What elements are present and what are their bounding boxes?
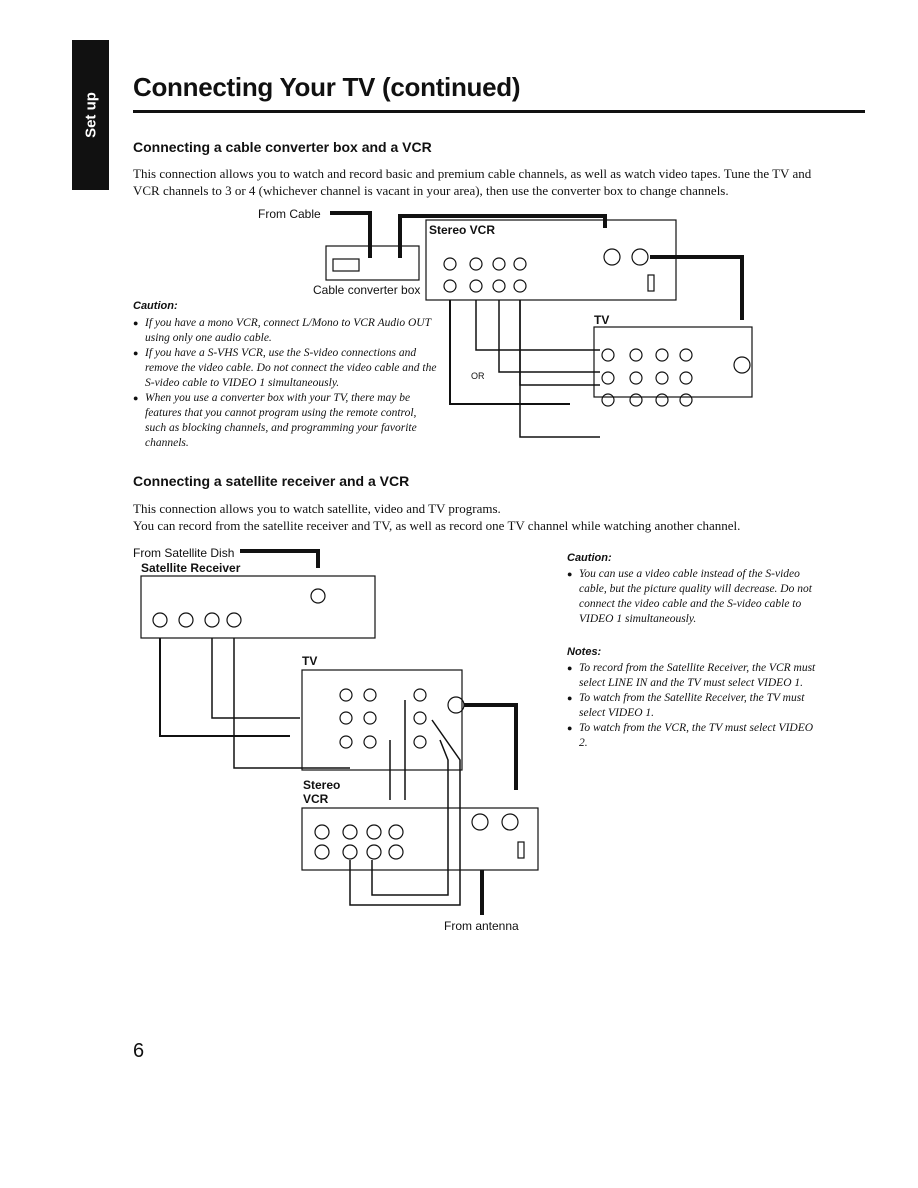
caution1-heading: Caution: xyxy=(133,300,178,312)
page-number: 6 xyxy=(133,1040,145,1062)
vcr-unit-2 xyxy=(301,807,539,871)
from-cable-label: From Cable xyxy=(258,207,321,221)
section1-heading: Connecting a cable converter box and a V… xyxy=(133,139,432,155)
from-antenna-label: From antenna xyxy=(444,919,519,933)
tv-label-2: TV xyxy=(302,654,318,668)
from-dish-label: From Satellite Dish xyxy=(133,546,235,560)
caution2-list: You can use a video cable instead of the… xyxy=(567,567,817,627)
section2-body-line2: You can record from the satellite receiv… xyxy=(133,518,741,533)
diagram-cable-vcr xyxy=(325,211,753,438)
vcr-unit-1 xyxy=(425,219,677,301)
notes-list: To record from the Satellite Receiver, t… xyxy=(567,661,817,751)
section-tab: Set up xyxy=(72,40,109,190)
notes-item: To record from the Satellite Receiver, t… xyxy=(567,661,817,691)
tv-panel-2 xyxy=(301,669,463,771)
tv-panel-1 xyxy=(593,326,753,398)
notes-item: To watch from the VCR, the TV must selec… xyxy=(567,721,817,751)
cable-box-label: Cable converter box xyxy=(313,283,421,297)
receiver-label: Satellite Receiver xyxy=(141,561,241,575)
notes-heading: Notes: xyxy=(567,646,602,658)
tv-label-1: TV xyxy=(594,313,610,327)
vcr-label-2: Stereo VCR xyxy=(303,778,341,806)
caution1-item: When you use a converter box with your T… xyxy=(133,391,438,451)
caution1-item: If you have a S-VHS VCR, use the S-video… xyxy=(133,346,438,391)
or-label: OR xyxy=(471,371,485,381)
satellite-receiver-unit xyxy=(140,575,376,639)
diagram-satellite-vcr xyxy=(140,549,539,915)
caution2-item: You can use a video cable instead of the… xyxy=(567,567,817,627)
vcr-label-1: Stereo VCR xyxy=(429,223,496,237)
page-title: Connecting Your TV (continued) xyxy=(133,72,521,102)
caution1-item: If you have a mono VCR, connect L/Mono t… xyxy=(133,316,438,346)
caution1-list: If you have a mono VCR, connect L/Mono t… xyxy=(133,316,438,451)
caution2-heading: Caution: xyxy=(567,552,612,564)
section2-body-line1: This connection allows you to watch sate… xyxy=(133,501,501,516)
title-rule xyxy=(133,110,865,113)
cable-box-display xyxy=(332,258,360,272)
cable-box xyxy=(325,245,420,281)
notes-item: To watch from the Satellite Receiver, th… xyxy=(567,691,817,721)
section1-body: This connection allows you to watch and … xyxy=(133,166,812,198)
section2-heading: Connecting a satellite receiver and a VC… xyxy=(133,473,410,489)
